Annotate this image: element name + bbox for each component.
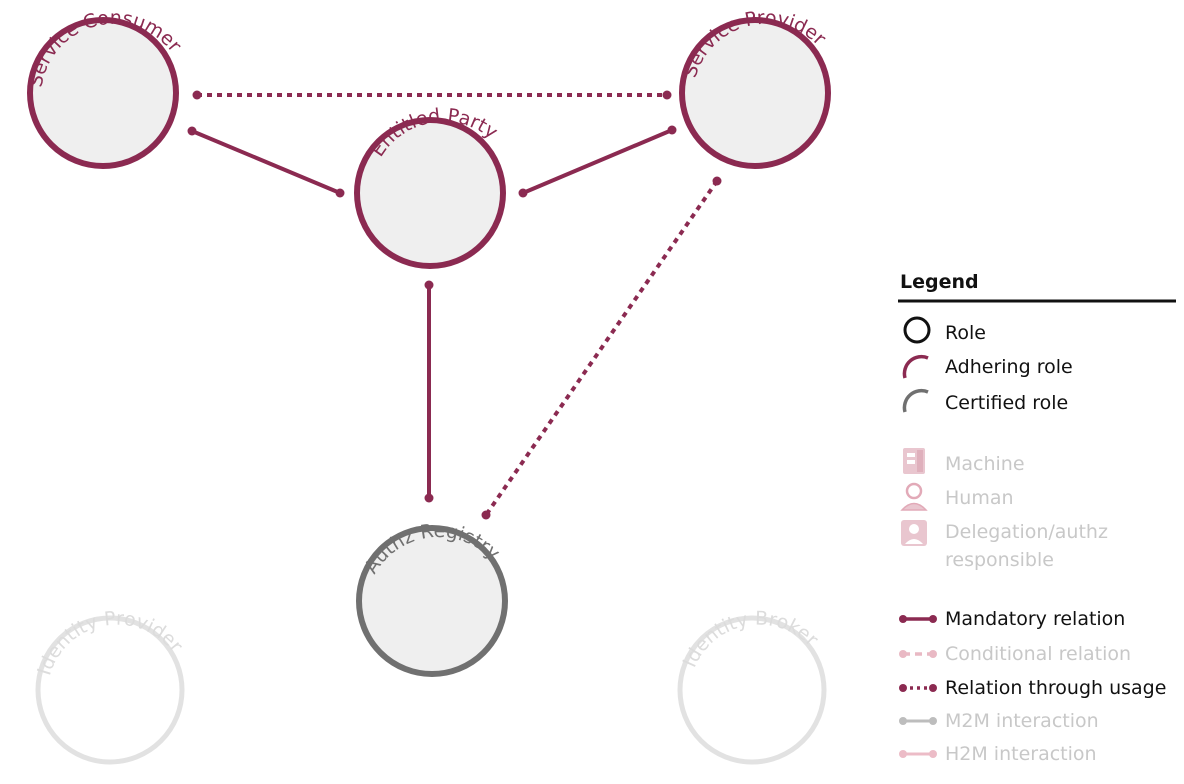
m2m-interaction-icon <box>899 717 937 725</box>
edge-endpoint <box>667 125 677 135</box>
legend: Legend Role Adhering role Certified role… <box>898 271 1176 765</box>
edge-endpoint <box>424 493 434 503</box>
machine-icon <box>903 448 925 474</box>
legend-mandatory: Mandatory relation <box>945 608 1125 630</box>
edge-endpoint <box>335 188 345 198</box>
legend-conditional: Conditional relation <box>945 643 1131 665</box>
edges <box>187 90 722 520</box>
role-icon <box>903 316 931 344</box>
legend-role: Role <box>945 322 986 344</box>
node-service-consumer[interactable]: Service Consumer <box>25 7 186 169</box>
node-circle <box>354 117 506 269</box>
edge-endpoint <box>481 510 491 520</box>
legend-human: Human <box>945 487 1014 509</box>
edge-endpoint <box>187 126 197 136</box>
edge-endpoint <box>424 280 434 290</box>
legend-machine: Machine <box>945 453 1025 475</box>
node-authz-registry[interactable]: Authz Registry <box>356 520 508 677</box>
edge-endpoint <box>662 90 672 100</box>
certified-role-icon <box>902 388 929 413</box>
legend-certified-role: Certified role <box>945 392 1068 414</box>
node-entitled-party[interactable]: Entitled Party <box>354 105 506 269</box>
legend-delegation-line1: Delegation/authz <box>945 521 1108 543</box>
node-circle <box>27 17 179 169</box>
edge-provider-entitled-mandatory <box>522 128 673 195</box>
edge-endpoint <box>712 176 722 186</box>
usage-relation-icon <box>899 684 937 692</box>
edge-endpoint <box>192 90 202 100</box>
delegation-icon <box>901 520 927 546</box>
node-identity-provider: Identity Provider <box>33 608 187 765</box>
conditional-relation-icon <box>899 650 937 658</box>
node-service-provider[interactable]: Service Provider <box>679 7 831 169</box>
adhering-role-icon <box>902 354 929 379</box>
node-identity-broker: Identity Broker <box>677 607 827 765</box>
legend-h2m: H2M interaction <box>945 743 1097 765</box>
node-circle <box>356 525 508 677</box>
edge-endpoint <box>518 188 528 198</box>
human-icon <box>900 482 928 511</box>
node-circle <box>677 615 827 765</box>
legend-title: Legend <box>900 271 979 293</box>
legend-adhering-role: Adhering role <box>945 356 1073 378</box>
h2m-interaction-icon <box>899 750 937 758</box>
legend-usage: Relation through usage <box>945 677 1166 699</box>
legend-m2m: M2M interaction <box>945 710 1099 732</box>
mandatory-relation-icon <box>899 615 937 623</box>
edge-provider-authz-usage <box>484 179 719 517</box>
node-circle <box>679 17 831 169</box>
legend-delegation-line2: responsible <box>945 549 1054 571</box>
node-circle <box>35 615 185 765</box>
edge-consumer-entitled-mandatory <box>191 129 341 195</box>
